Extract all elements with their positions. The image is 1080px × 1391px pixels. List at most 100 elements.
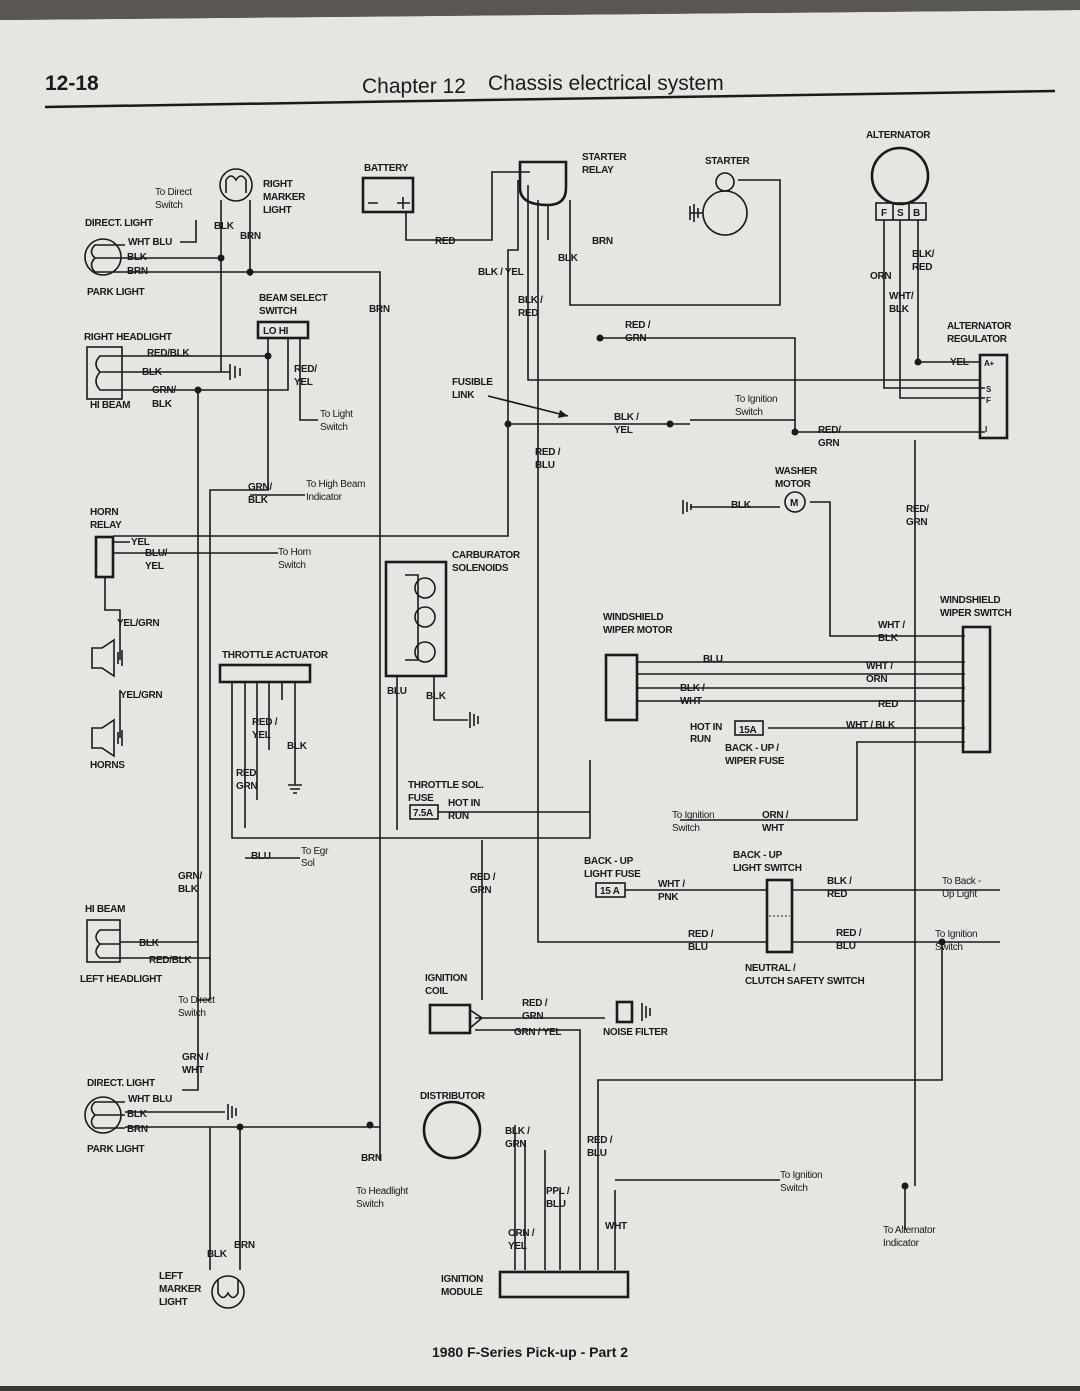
ignition-module-box bbox=[498, 1270, 630, 1299]
wire-label: WHT/ bbox=[889, 291, 914, 302]
label-horns: HORNS bbox=[90, 760, 125, 771]
label-to-direct-switch: To Direct bbox=[155, 187, 192, 198]
label-to-ignition-switch: Switch bbox=[935, 942, 963, 953]
label-to-ignition-switch: Switch bbox=[780, 1183, 808, 1194]
junction-dots bbox=[194, 254, 946, 1190]
label-to-ignition-switch: To Ignition bbox=[672, 810, 714, 821]
label-to-direct-switch: Switch bbox=[155, 200, 183, 211]
label-horn-relay: HORN bbox=[90, 507, 118, 518]
wire-label: RED/ bbox=[906, 504, 929, 515]
wire-label: ORN / bbox=[762, 810, 789, 821]
wire-label: WHT BLU bbox=[128, 1094, 172, 1105]
wire-label: WHT / bbox=[866, 661, 893, 672]
alt-terminal-f: F bbox=[881, 208, 887, 219]
label-wiper-switch: WINDSHIELD bbox=[940, 595, 1000, 606]
fuse-15a-label: 15A bbox=[739, 725, 757, 736]
label-direct-light: DIRECT. LIGHT bbox=[87, 1078, 155, 1089]
wire-label: RED/BLK bbox=[147, 348, 190, 359]
washer-motor: M bbox=[784, 491, 806, 513]
wire-label: BLK / bbox=[505, 1126, 530, 1137]
wire-label: BRN bbox=[234, 1240, 255, 1251]
label-carb-solenoids: CARBURATOR bbox=[452, 550, 521, 561]
fuse-15-a-label: 15 A bbox=[600, 886, 620, 897]
label-ignition-module: IGNITION bbox=[441, 1274, 483, 1285]
wire-label: YEL bbox=[145, 561, 164, 572]
label-ignition-module: MODULE bbox=[441, 1287, 483, 1298]
wire-label: YEL bbox=[252, 730, 271, 741]
wire-label: BLK bbox=[207, 1249, 228, 1260]
wire-label: RED / bbox=[836, 928, 862, 939]
label-to-direct-switch: To Direct bbox=[178, 995, 215, 1006]
wire-label: WHT bbox=[605, 1221, 627, 1232]
wire-label: RED/BLK bbox=[149, 955, 192, 966]
label-hi-beam: HI BEAM bbox=[85, 904, 125, 915]
label-horn-relay: RELAY bbox=[90, 520, 122, 531]
wire-label: GRN bbox=[522, 1011, 543, 1022]
wire-label: WHT bbox=[182, 1065, 204, 1076]
wire-label: ORN / bbox=[508, 1228, 535, 1239]
wire-label: RED bbox=[827, 889, 847, 900]
label-reg-f: F bbox=[986, 396, 991, 405]
label-park-light: PARK LIGHT bbox=[87, 287, 145, 298]
label-to-ignition-switch: To Ignition bbox=[935, 929, 977, 940]
label-reg-s: S bbox=[986, 385, 992, 394]
alternator-symbol: F S B bbox=[870, 146, 930, 221]
label-left-marker: MARKER bbox=[159, 1284, 202, 1295]
wire-label: YEL/GRN bbox=[120, 690, 162, 701]
wire-label: BLK bbox=[139, 938, 160, 949]
wire-label: BLK bbox=[142, 367, 163, 378]
label-to-high-beam: To High Beam bbox=[306, 479, 365, 490]
label-throttle-sol-fuse: THROTTLE SOL. bbox=[408, 780, 484, 791]
label-wiper-motor: WIPER MOTOR bbox=[603, 625, 673, 636]
wire-label: BLU bbox=[251, 851, 271, 862]
label-right-marker: MARKER bbox=[263, 192, 306, 203]
label-fusible-link: FUSIBLE bbox=[452, 377, 493, 388]
wire-label: RED bbox=[236, 768, 256, 779]
wire-label: GRN bbox=[505, 1139, 526, 1150]
wire-label: GRN / bbox=[182, 1052, 209, 1063]
label-to-backup-light: To Back - bbox=[942, 876, 981, 887]
wire-label: GRN/ bbox=[152, 385, 176, 396]
label-beam-select: BEAM SELECT bbox=[259, 293, 328, 304]
wire-label: BLU bbox=[546, 1199, 566, 1210]
wire-label: BRN bbox=[240, 231, 261, 242]
wire-label: RED / bbox=[535, 447, 561, 458]
wire-label: RED / bbox=[625, 320, 651, 331]
horns-symbols bbox=[91, 638, 123, 758]
wire-label: RED bbox=[912, 262, 932, 273]
label-backup-light-fuse: BACK - UP bbox=[584, 856, 634, 867]
label-backup-wiper-fuse: BACK - UP / bbox=[725, 743, 779, 754]
wire-label: BLK bbox=[127, 1109, 148, 1120]
distributor-symbol bbox=[422, 1100, 482, 1160]
wire-label: BLK bbox=[889, 304, 910, 315]
wire-label: BLK/ bbox=[912, 249, 935, 260]
label-to-alternator-indicator: To Alternator bbox=[883, 1225, 936, 1236]
wire-label: GRN bbox=[906, 517, 927, 528]
wire-label: RED / bbox=[252, 717, 278, 728]
label-neutral-safety-switch: CLUTCH SAFETY SWITCH bbox=[745, 976, 864, 987]
footer-caption: 1980 F-Series Pick-up - Part 2 bbox=[432, 1344, 628, 1360]
wire-label: WHT BLU bbox=[128, 237, 172, 248]
label-carb-solenoids: SOLENOIDS bbox=[452, 563, 509, 574]
battery-symbol bbox=[361, 176, 415, 214]
wire-label: BLK / bbox=[614, 412, 639, 423]
wire-label: BLU bbox=[688, 942, 708, 953]
park-light-right bbox=[84, 238, 125, 276]
label-wiper-switch: WIPER SWITCH bbox=[940, 608, 1011, 619]
wire-label: YEL bbox=[950, 357, 969, 368]
label-ignition-coil: IGNITION bbox=[425, 973, 467, 984]
horn-relay-box bbox=[94, 535, 115, 579]
wire-label: BRN bbox=[127, 266, 148, 277]
wire-label: YEL/GRN bbox=[117, 618, 159, 629]
label-washer-motor: MOTOR bbox=[775, 479, 812, 490]
wire-label: BLK bbox=[152, 399, 173, 410]
wire-label: BLK bbox=[731, 500, 752, 511]
label-hot-in-run: HOT IN bbox=[448, 798, 480, 809]
label-neutral-safety-switch: NEUTRAL / bbox=[745, 963, 796, 974]
label-throttle-sol-fuse: FUSE bbox=[408, 793, 434, 804]
alternator-regulator-box bbox=[978, 353, 1009, 440]
wire-label: GRN / YEL bbox=[514, 1027, 561, 1038]
label-to-ignition-switch: Switch bbox=[735, 407, 763, 418]
label-reg-a: A+ bbox=[984, 359, 994, 368]
